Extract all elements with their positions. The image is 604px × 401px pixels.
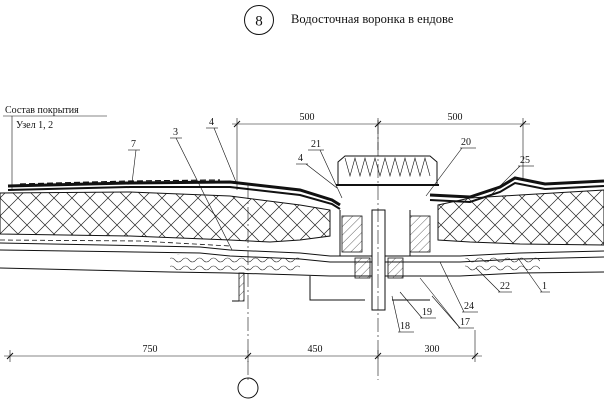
callout-19: 19 (422, 307, 432, 318)
deck-bottom-line (0, 267, 604, 277)
callout-24: 24 (464, 301, 474, 312)
composition-label-line1: Состав покрытия (5, 105, 79, 116)
bottom-dim-3: 300 (425, 344, 440, 355)
callout-25: 25 (520, 155, 530, 166)
header: 8 Водосточная воронка в ендове (244, 5, 454, 35)
callout-18: 18 (400, 321, 410, 332)
detail-number-circle (244, 5, 274, 35)
callout-3: 3 (173, 127, 178, 138)
funnel-flange-left (354, 257, 371, 279)
page-title: Водосточная воронка в ендове (291, 12, 454, 26)
callout-17: 17 (460, 317, 470, 328)
membrane-dashes-left (19, 179, 221, 185)
funnel-ring-right (409, 215, 431, 253)
callout-22: 22 (500, 281, 510, 292)
funnel-ring-left (341, 215, 363, 253)
bottom-dim-1: 750 (143, 344, 158, 355)
hanger-bracket (238, 272, 245, 302)
bottom-dimension: 750 450 300 (4, 330, 482, 399)
detail-number: 8 (255, 14, 263, 30)
roof-deck (0, 239, 604, 302)
funnel-pipe (371, 209, 386, 311)
callout-21: 21 (311, 139, 321, 150)
callouts: 7 3 4 4 21 20 25 22 1 (128, 117, 550, 333)
composition-label: Состав покрытия Узел 1, 2 (3, 105, 107, 190)
composition-label-line2: Узел 1, 2 (16, 120, 53, 131)
callout-7: 7 (131, 139, 136, 150)
membrane-top-left (7, 180, 341, 207)
deck-top-line (0, 242, 604, 257)
top-dim-2: 500 (448, 112, 463, 123)
membrane-mid-right (429, 181, 604, 204)
axis-marker-circle (237, 377, 259, 399)
callout-20: 20 (461, 137, 471, 148)
drain-funnel (247, 120, 439, 380)
roof-membrane (7, 176, 604, 210)
membrane-mid-left (7, 186, 341, 210)
insulation-left (0, 191, 331, 243)
top-dim-1: 500 (300, 112, 315, 123)
funnel-outlet (309, 276, 430, 301)
callout-4b: 4 (298, 153, 303, 164)
membrane-top-right (429, 176, 604, 199)
insulation-wave-left (170, 254, 300, 271)
insulation-wave-right (465, 256, 540, 271)
funnel-grate (337, 155, 438, 185)
insulation-right (437, 189, 604, 246)
callout-1: 1 (542, 281, 547, 292)
funnel-grate-teeth (344, 156, 431, 178)
funnel-flange-right (387, 257, 404, 279)
deck-dashes (0, 239, 231, 247)
insulation-layer (0, 189, 604, 246)
top-dimension: 500 500 (232, 112, 530, 190)
bottom-dim-2: 450 (308, 344, 323, 355)
callout-4a: 4 (209, 117, 214, 128)
